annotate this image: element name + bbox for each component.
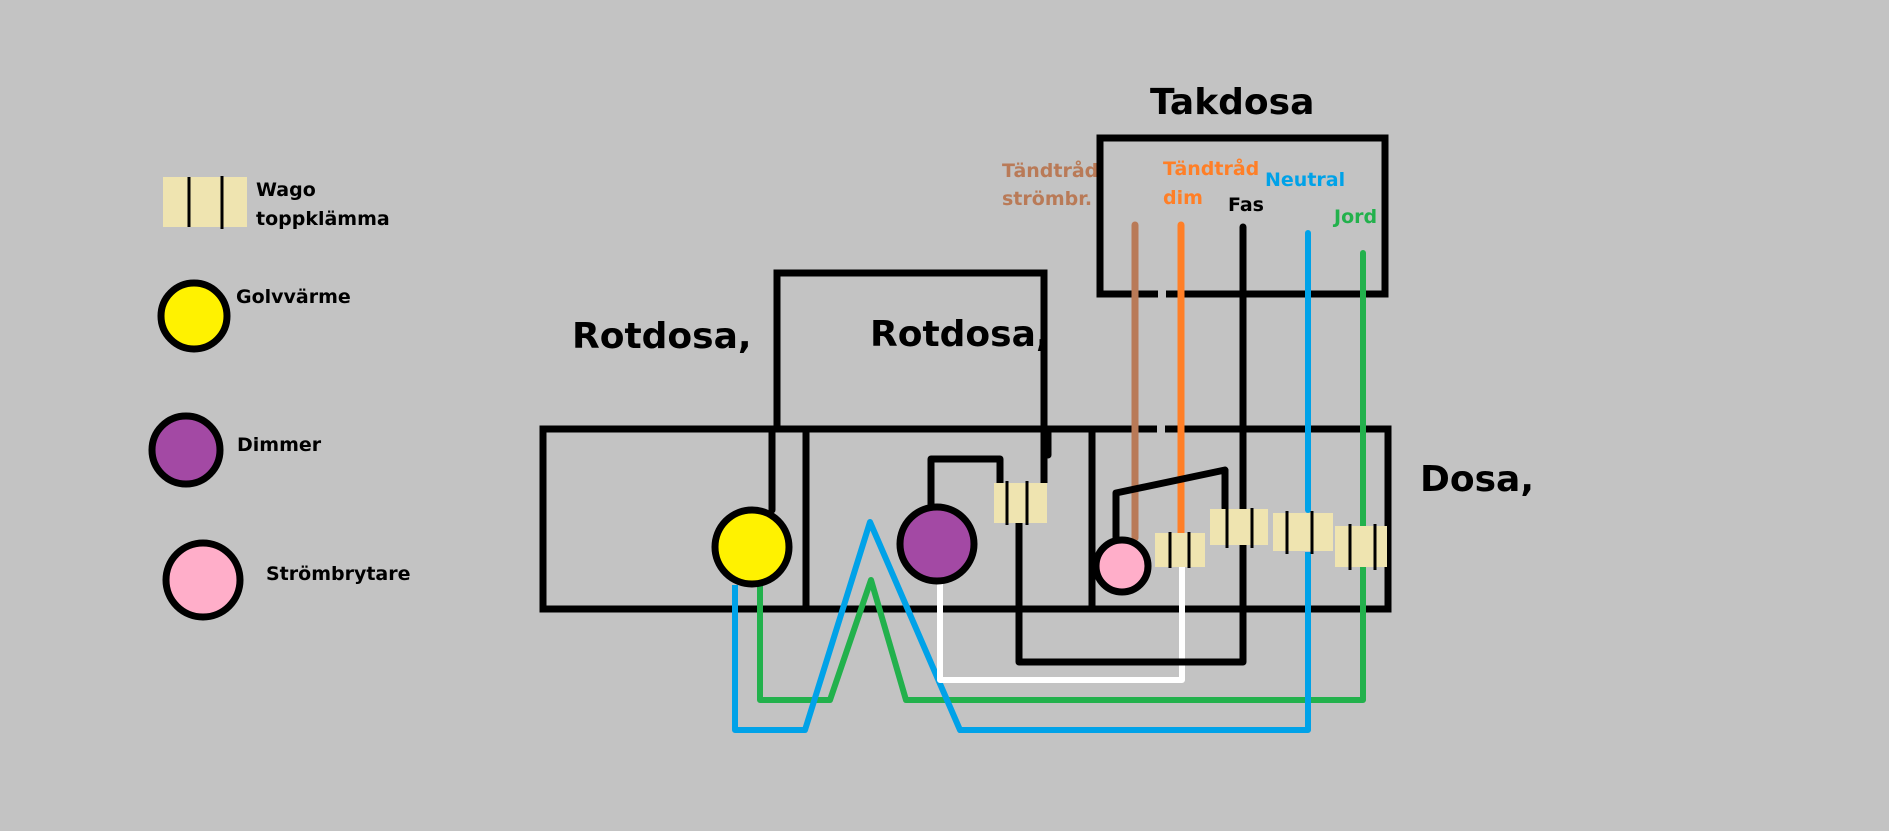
tandtrad-dim-label-2: dim bbox=[1163, 187, 1203, 209]
neutral-label: Neutral bbox=[1265, 169, 1345, 191]
dimmer-device bbox=[896, 503, 978, 585]
wago-terminal bbox=[1155, 532, 1205, 568]
legend-strombrytare-label: Strömbrytare bbox=[266, 563, 411, 585]
legend-wago-label-1: Wago bbox=[256, 179, 316, 201]
takdosa-title: Takdosa bbox=[1150, 82, 1314, 123]
wago-terminal bbox=[1335, 524, 1387, 570]
golvvarme-legend-icon bbox=[157, 279, 231, 353]
legend-dimmer-label: Dimmer bbox=[237, 434, 322, 456]
wago-terminal bbox=[994, 481, 1047, 525]
legend-golvvarme-label: Golvvärme bbox=[236, 286, 351, 308]
fas-wiring bbox=[768, 223, 1247, 666]
legend-wago-symbol bbox=[163, 176, 247, 229]
jord-label: Jord bbox=[1332, 206, 1377, 228]
fas-loop bbox=[1015, 519, 1247, 666]
switch-link bbox=[1112, 466, 1229, 544]
rotdosa-left-label: Rotdosa, bbox=[572, 316, 752, 357]
dosa-label: Dosa, bbox=[1420, 459, 1534, 500]
switched-return-wire bbox=[937, 558, 1185, 683]
rotdosa-right-label: Rotdosa, bbox=[870, 314, 1050, 355]
wago-terminal bbox=[1210, 508, 1268, 548]
wago-terminal-icon bbox=[163, 177, 247, 227]
dimmer-legend-icon bbox=[148, 412, 224, 488]
enclosures bbox=[539, 134, 1392, 613]
rotdosa-upper-box bbox=[773, 269, 1048, 483]
jord-wire-bottom bbox=[757, 560, 1366, 703]
wago-terminal bbox=[1273, 511, 1333, 554]
dimmer-link bbox=[927, 455, 1004, 509]
legend-wago-label-2: toppklämma bbox=[256, 208, 390, 230]
takdosa-box bbox=[1096, 134, 1389, 298]
tandtrad-strombr-label-1: Tändtråd bbox=[1002, 158, 1098, 182]
golvvarme-device bbox=[711, 506, 793, 588]
strombrytare-legend-icon bbox=[162, 539, 244, 621]
fas-label: Fas bbox=[1228, 194, 1264, 216]
wago-terminals bbox=[994, 481, 1387, 570]
legend: Wago toppklämma Golvvärme Dimmer Strömbr… bbox=[148, 176, 411, 621]
tandtrad-dim-label-1: Tändtråd bbox=[1163, 156, 1259, 180]
strombrytare-device bbox=[1092, 536, 1152, 596]
tandtrad-strombr-label-2: strömbr. bbox=[1002, 188, 1092, 210]
main-box bbox=[539, 425, 1392, 613]
neutral-wire-bottom bbox=[732, 519, 1311, 733]
